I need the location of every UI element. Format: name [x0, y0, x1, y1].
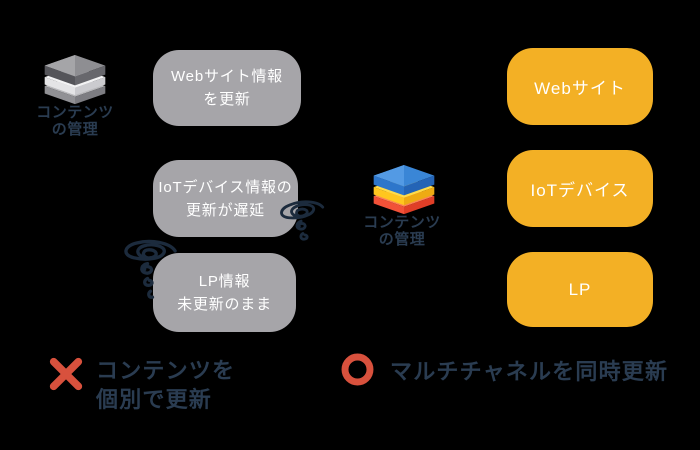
left-caption-line1: コンテンツを — [96, 358, 236, 383]
gray-box-iot-line2: 更新が遅延 — [185, 201, 265, 219]
left-caption-line2: 個別で更新 — [96, 387, 213, 412]
simultaneous-update-group: コンテンツ の管理 Webサイト IoTデバイス LP マルチチャネルを同時更新 — [330, 0, 700, 450]
gray-box-iot: IoTデバイス情報の 更新が遅延 — [153, 160, 298, 237]
right-caption-line: マルチチャネルを同時更新 — [390, 359, 669, 384]
gray-box-lp-line2: 未更新のまま — [177, 295, 272, 313]
cross-icon — [49, 357, 83, 391]
right-caption: マルチチャネルを同時更新 — [390, 357, 668, 386]
individual-update-group: コンテンツ の管理 Webサイト情報 を更新 IoTデバイス情報の 更新が遅延 … — [19, 50, 325, 414]
right-icon-label-line2: の管理 — [378, 231, 426, 248]
gray-box-iot-line1: IoTデバイス情報の — [158, 178, 293, 196]
gray-box-lp-line1: LP情報 — [198, 272, 251, 290]
yellow-box-lp-label: LP — [568, 279, 592, 299]
circle-icon — [341, 353, 374, 386]
left-icon-label-line2: の管理 — [51, 121, 99, 138]
right-icon-label: コンテンツ の管理 — [346, 214, 458, 248]
left-caption: コンテンツを 個別で更新 — [96, 356, 235, 414]
right-icon-label-line1: コンテンツ — [363, 214, 441, 231]
yellow-box-iot: IoTデバイス — [507, 150, 653, 227]
gray-box-web: Webサイト情報 を更新 — [153, 50, 301, 126]
color-stack-icon — [373, 165, 435, 215]
gray-box-web-line1: Webサイト情報 — [171, 68, 283, 85]
gray-stack-icon — [44, 55, 106, 105]
yellow-box-iot-label: IoTデバイス — [530, 181, 630, 200]
left-icon-label: コンテンツ の管理 — [19, 104, 131, 138]
yellow-box-web: Webサイト — [507, 48, 653, 125]
gray-box-lp: LP情報 未更新のまま — [153, 253, 296, 332]
left-icon-label-line1: コンテンツ — [36, 104, 114, 121]
yellow-box-web-label: Webサイト — [534, 79, 626, 98]
yellow-box-lp: LP — [507, 252, 653, 327]
tornado-doodle-icon — [124, 239, 177, 299]
tornado-doodle-icon — [280, 200, 325, 241]
gray-box-web-line2: を更新 — [203, 91, 251, 108]
